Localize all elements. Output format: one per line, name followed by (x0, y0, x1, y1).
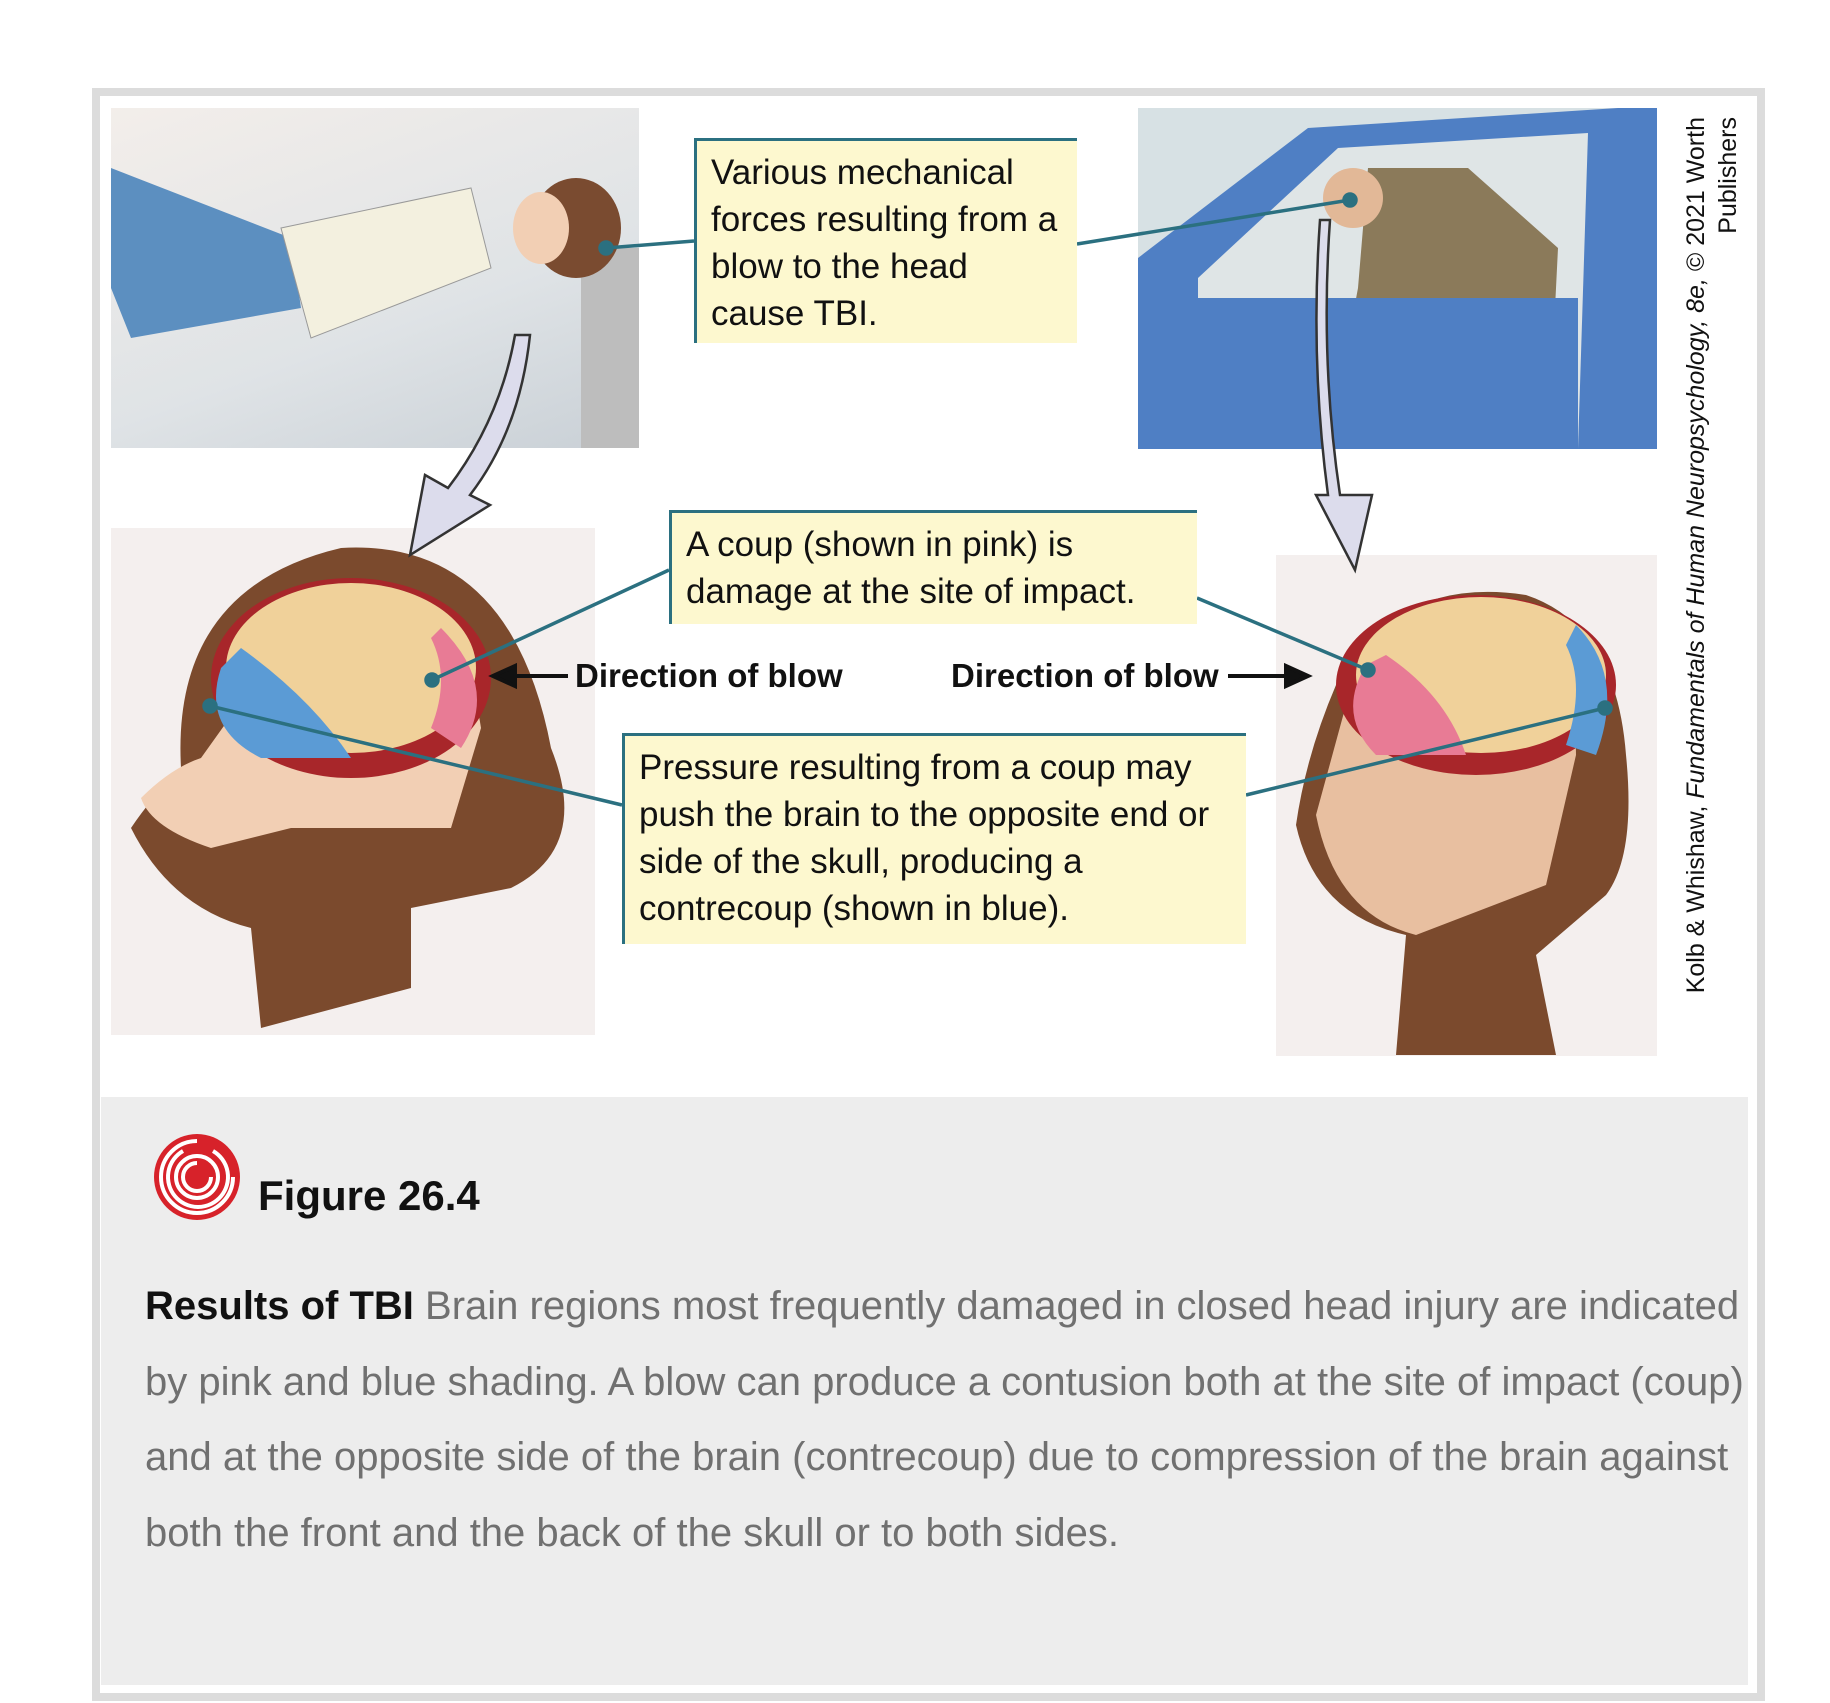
man-in-car-image (1138, 108, 1657, 449)
figure-title: Figure 26.4 (258, 1172, 480, 1219)
caption-body: Brain regions most frequently damaged in… (145, 1284, 1744, 1555)
copyright-credit: Kolb & Whishaw, Fundamentals of Human Ne… (1680, 117, 1744, 997)
leader-lines (202, 192, 1613, 807)
credit-book-title: Fundamentals of Human Neuropsychology, 8… (1682, 278, 1710, 799)
target-maze-icon (154, 1134, 240, 1220)
direction-of-blow-left: Direction of blow (575, 657, 843, 694)
illustration-car (1138, 108, 1657, 449)
credit-authors: Kolb & Whishaw, (1682, 798, 1710, 994)
credit-copyright: © 2021 Worth (1682, 117, 1710, 279)
credit-publisher: Publishers (1714, 117, 1742, 234)
woman-falling-image (111, 168, 639, 448)
caption-text: Results of TBI Brain regions most freque… (145, 1269, 1765, 1571)
direction-of-blow-right: Direction of blow (951, 657, 1219, 694)
illustration-fall (111, 108, 639, 448)
callout-contrecoup: Pressure resulting from a coup may push … (622, 733, 1246, 944)
caption-lead: Results of TBI (145, 1284, 414, 1328)
callout-coup: A coup (shown in pink) is damage at the … (669, 510, 1197, 624)
figure-caption: Figure 26.4 Results of TBI Brain regions… (101, 1097, 1748, 1685)
man-brain-image (1296, 591, 1629, 1055)
illustration-man-head (1276, 555, 1657, 1056)
illustration-woman-head (111, 528, 595, 1035)
direction-arrows (488, 662, 1313, 690)
motion-arrows (408, 218, 1374, 574)
callout-forces: Various mechanical forces resulting from… (694, 138, 1077, 343)
